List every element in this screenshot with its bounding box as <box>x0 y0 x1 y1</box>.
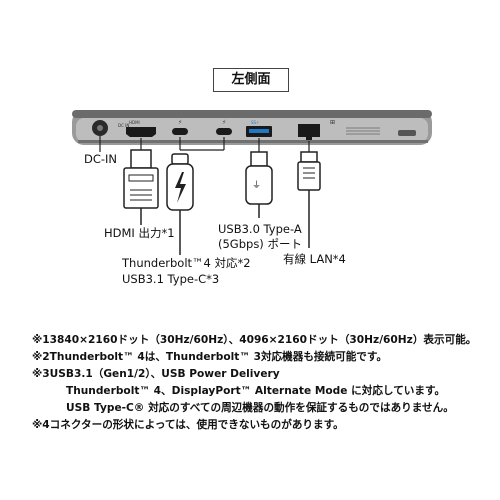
usb-a-label-line2: (5Gbps) ポート <box>218 237 302 251</box>
footnote-1: ※13840×2160ドット（30Hz/60Hz）、4096×2160ドット（3… <box>32 334 477 346</box>
ss-mark: SS⚡ <box>251 120 259 125</box>
usb-a-port: SS⚡ <box>246 120 272 137</box>
lan-label: 有線 LAN*4 <box>283 252 346 266</box>
thunderbolt-mark-1: ⚡ <box>178 119 182 126</box>
lock-slot <box>398 130 416 136</box>
hdmi-plug-icon <box>123 138 159 225</box>
lan-port: ⊞ <box>298 119 335 140</box>
footnote-2: ※2Thunderbolt™ 4は、Thunderbolt™ 3対応機器も接続可… <box>32 351 388 363</box>
hdmi-port: HDMI <box>126 120 156 137</box>
usb-a-plug-icon: ⏚ <box>245 138 273 218</box>
laptop-side-diagram: DC IN HDMI ⚡ ⚡ SS⚡ ⊞ <box>72 110 432 255</box>
thunderbolt-plug-icon <box>166 137 225 255</box>
usb-symbol-icon: ⏚ <box>252 180 261 191</box>
thunderbolt-label-line1: Thunderbolt™4 対応*2 <box>122 256 251 270</box>
thunderbolt-port-1: ⚡ <box>172 119 188 135</box>
footnote-3: ※3USB3.1（Gen1/2）、USB Power Delivery <box>32 368 280 380</box>
thunderbolt-mark-2: ⚡ <box>222 119 226 126</box>
lan-plug-icon <box>297 141 321 248</box>
usb-a-label-line1: USB3.0 Type-A <box>218 222 302 236</box>
dc-mark: DC IN <box>118 123 129 128</box>
dc-in-label: DC-IN <box>84 152 118 166</box>
thunderbolt-label-line2: USB3.1 Type-C*3 <box>122 272 220 286</box>
footnotes: ※13840×2160ドット（30Hz/60Hz）、4096×2160ドット（3… <box>32 332 492 434</box>
dc-in-port: DC IN <box>92 120 129 136</box>
footnote-4: ※4コネクターの形状によっては、使用できないものがあります。 <box>32 419 344 431</box>
hdmi-mark: HDMI <box>129 120 140 125</box>
footnote-3-cont-1: Thunderbolt™ 4、DisplayPort™ Alternate Mo… <box>66 385 446 397</box>
thunderbolt-port-2: ⚡ <box>216 119 232 135</box>
side-title: 左側面 <box>213 68 289 92</box>
lan-mark: ⊞ <box>330 119 335 126</box>
vent-grille <box>346 127 380 135</box>
bolt-icon <box>175 172 186 203</box>
hdmi-label: HDMI 出力*1 <box>104 226 175 240</box>
footnote-3-cont-2: USB Type-C® 対応のすべての周辺機器の動作を保証するものではありません… <box>66 402 454 414</box>
